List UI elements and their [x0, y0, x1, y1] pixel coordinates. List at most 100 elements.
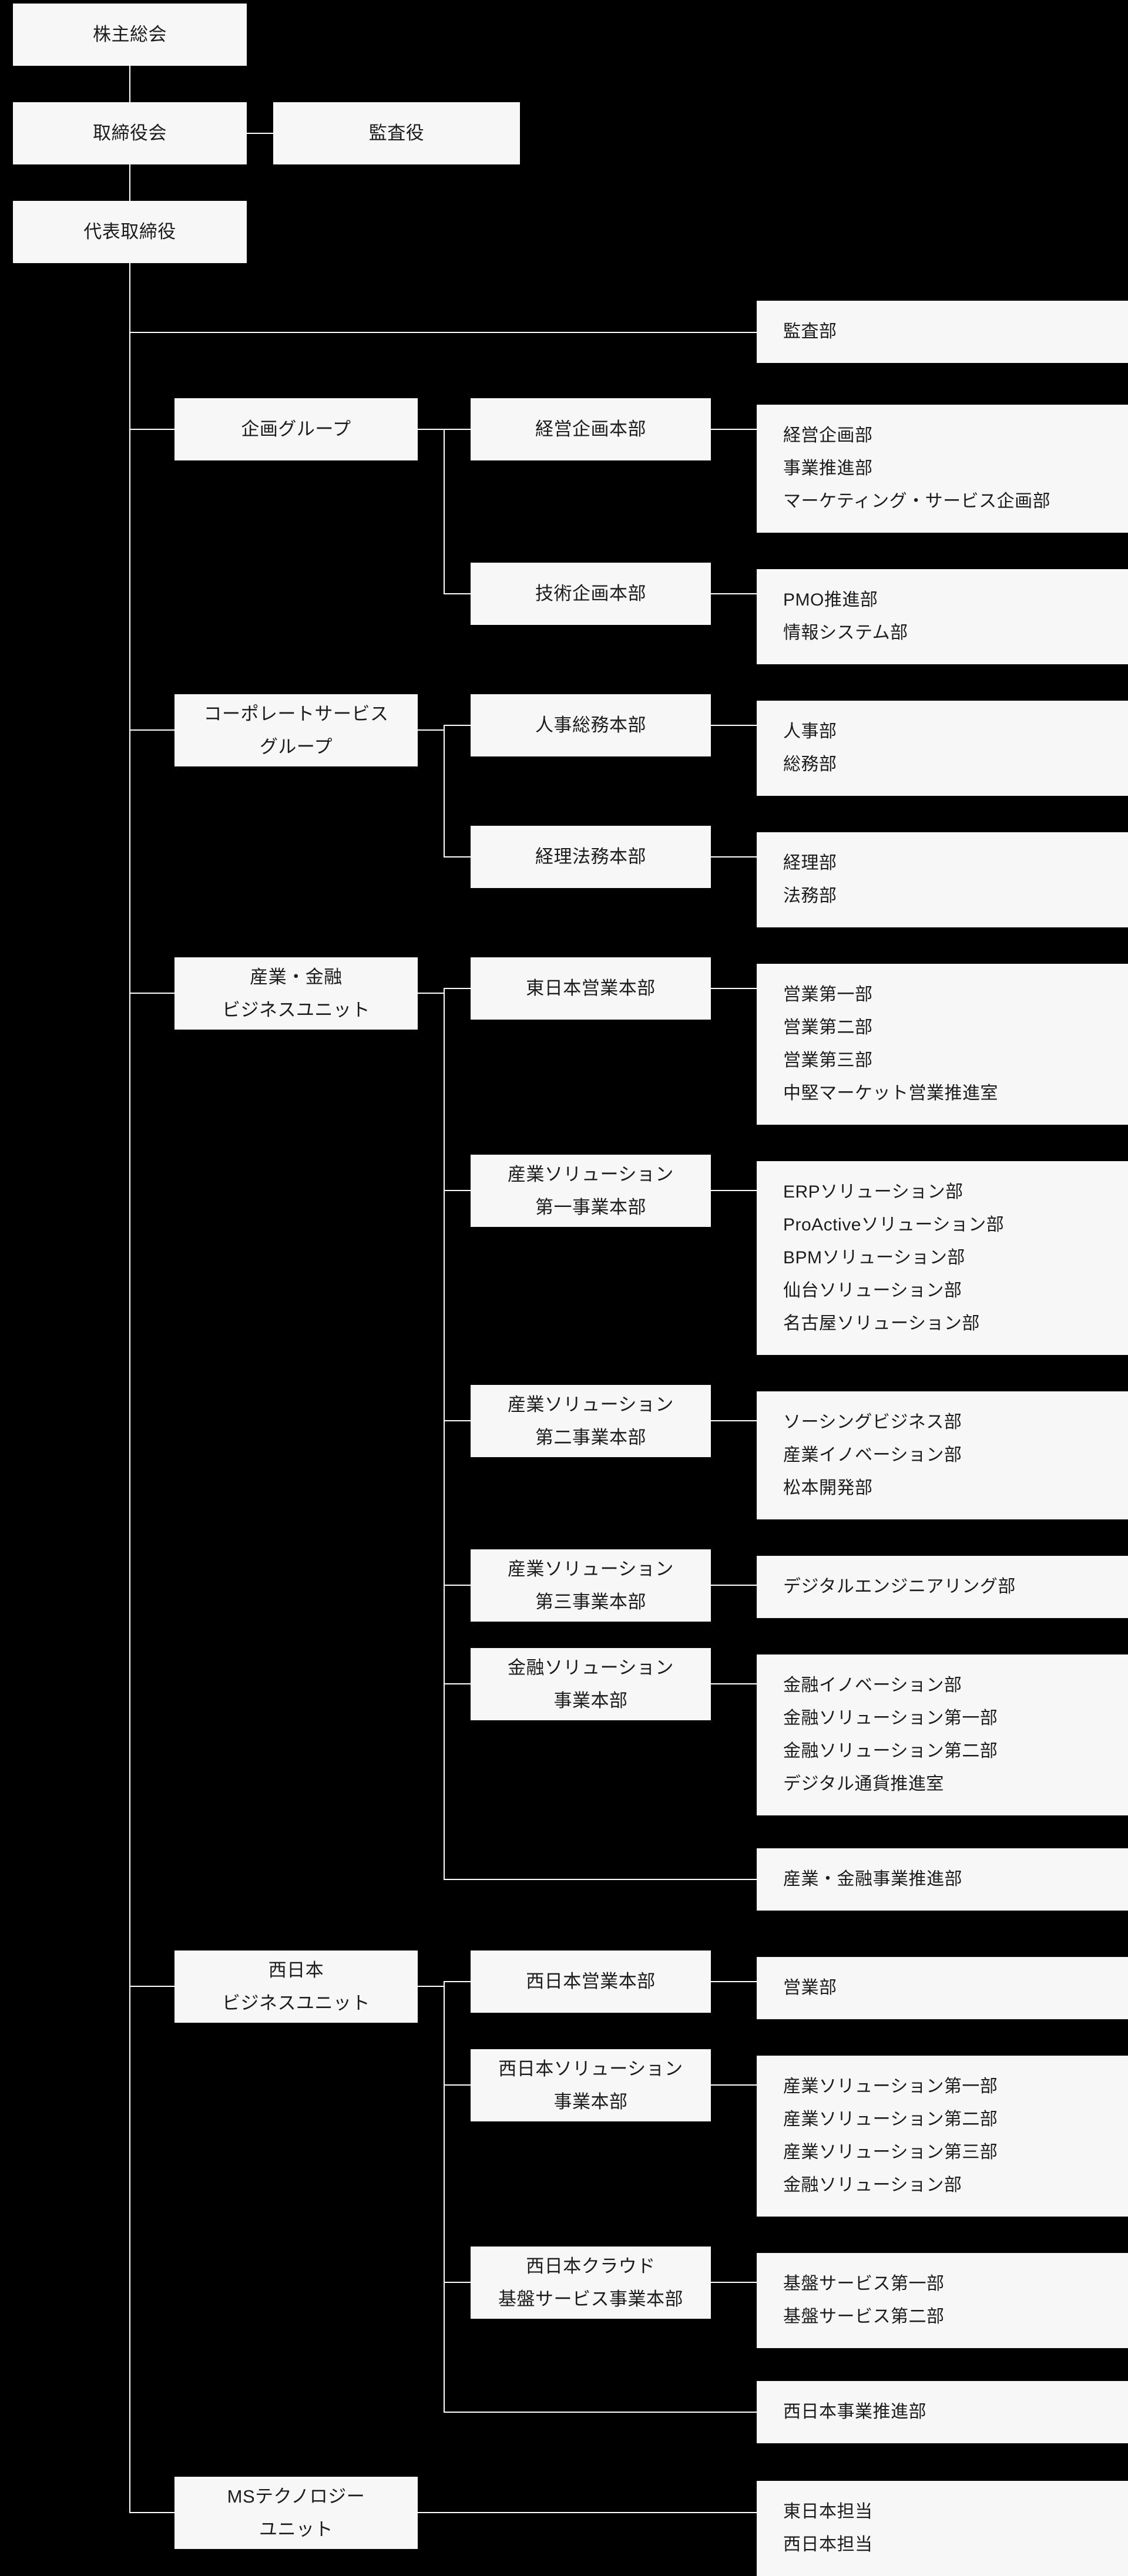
connector-line	[444, 593, 471, 594]
connector-line	[444, 2282, 471, 2283]
connector-line	[711, 1683, 757, 1684]
department-label: 産業ソリューション第一部	[783, 2077, 998, 2096]
connector-line	[129, 164, 130, 201]
connector-main-trunk	[129, 263, 130, 2513]
connector-line	[129, 993, 174, 994]
connector-line	[418, 2512, 757, 2513]
department-label: デジタルエンジニアリング部	[783, 1577, 1016, 1596]
department-label: 金融イノベーション部	[783, 1676, 962, 1695]
connector-line	[711, 988, 757, 989]
departments-box-west-japan-promotion: 西日本事業推進部	[757, 2381, 1128, 2443]
department-label: デジタル通貨推進室	[783, 1774, 944, 1794]
node-label: MSテクノロジー	[227, 2486, 365, 2507]
department-label: 西日本担当	[783, 2535, 873, 2554]
connector-line	[444, 2412, 757, 2413]
departments-box-industry-solution-3: デジタルエンジニアリング部	[757, 1556, 1128, 1618]
connector-line	[129, 1986, 174, 1987]
departments-box-ms-technology: 東日本担当 西日本担当	[757, 2481, 1128, 2576]
node-label: ビジネスユニット	[222, 1992, 370, 2013]
department-label: 事業推進部	[783, 459, 873, 478]
department-label: 経理部	[783, 853, 837, 873]
connector-line	[711, 2084, 757, 2086]
departments-box-west-japan-solution: 産業ソリューション第一部 産業ソリューション第二部 産業ソリューション第三部 金…	[757, 2056, 1128, 2217]
node-industry-solution-1-division: 産業ソリューション 第一事業本部	[471, 1155, 711, 1227]
connector-line	[129, 66, 130, 102]
node-west-japan-business-unit: 西日本 ビジネスユニット	[174, 1951, 418, 2023]
connector-line	[247, 133, 273, 134]
connector-line	[444, 1683, 471, 1684]
connector-line	[418, 1986, 445, 1987]
departments-box-audit: 監査部	[757, 301, 1128, 363]
department-label: 営業第三部	[783, 1051, 873, 1070]
connector-line	[711, 856, 757, 857]
node-label: 金融ソリューション	[508, 1657, 674, 1678]
connector-line	[444, 1190, 471, 1191]
connector-line	[418, 993, 445, 994]
connector-line	[129, 2512, 174, 2513]
departments-box-technology-planning: PMO推進部 情報システム部	[757, 569, 1128, 664]
node-label: 代表取締役	[83, 221, 176, 242]
connector-line	[711, 1190, 757, 1191]
connector-line	[711, 1585, 757, 1586]
connector-line	[711, 2282, 757, 2283]
department-label: PMO推進部	[783, 590, 878, 610]
connector-line	[418, 729, 445, 731]
node-west-japan-cloud-infra-division: 西日本クラウド 基盤サービス事業本部	[471, 2247, 711, 2319]
department-label: ソーシングビジネス部	[783, 1413, 962, 1432]
node-industry-finance-business-unit: 産業・金融 ビジネスユニット	[174, 957, 418, 1030]
node-financial-solution-division: 金融ソリューション 事業本部	[471, 1648, 711, 1720]
node-label: 第二事業本部	[535, 1427, 646, 1448]
node-corporate-services-group: コーポレートサービス グループ	[174, 694, 418, 766]
node-label: 西日本	[268, 1959, 324, 1980]
departments-box-financial-solution: 金融イノベーション部 金融ソリューション第一部 金融ソリューション第二部 デジタ…	[757, 1654, 1128, 1815]
department-label: 法務部	[783, 886, 837, 906]
node-label: 産業ソリューション	[508, 1163, 674, 1185]
node-label: 西日本ソリューション	[498, 2058, 683, 2079]
node-west-japan-solution-division: 西日本ソリューション 事業本部	[471, 2049, 711, 2121]
connector-line	[444, 2084, 471, 2086]
node-representative-director: 代表取締役	[13, 201, 247, 263]
node-accounting-legal-division: 経理法務本部	[471, 826, 711, 888]
node-label: 事業本部	[553, 2091, 628, 2112]
department-label: 産業ソリューション第三部	[783, 2143, 998, 2162]
connector-line	[444, 725, 471, 726]
node-industry-solution-2-division: 産業ソリューション 第二事業本部	[471, 1385, 711, 1457]
connector-group-trunk	[444, 725, 445, 857]
department-label: 金融ソリューション第二部	[783, 1741, 998, 1761]
node-label: 経理法務本部	[535, 846, 646, 867]
connector-group-trunk	[444, 1981, 445, 2413]
connector-line	[444, 856, 471, 857]
node-label: 取締役会	[93, 123, 167, 143]
node-label: 人事総務本部	[535, 715, 646, 735]
node-east-japan-sales-division: 東日本営業本部	[471, 957, 711, 1020]
node-label: 第一事業本部	[535, 1196, 646, 1218]
node-label: 産業ソリューション	[508, 1394, 674, 1415]
departments-box-corporate-planning: 経営企画部 事業推進部 マーケティング・サービス企画部	[757, 405, 1128, 533]
department-label: BPMソリューション部	[783, 1248, 965, 1267]
department-label: 金融ソリューション第一部	[783, 1709, 998, 1728]
connector-line	[444, 988, 471, 989]
department-label: マーケティング・サービス企画部	[783, 492, 1051, 511]
node-label: 経営企画本部	[535, 419, 646, 439]
node-label: 第三事業本部	[535, 1591, 646, 1612]
node-label: 西日本営業本部	[526, 1971, 656, 1992]
connector-group-trunk	[444, 988, 445, 1880]
departments-box-industry-solution-1: ERPソリューション部 ProActiveソリューション部 BPMソリューション…	[757, 1161, 1128, 1355]
departments-box-accounting-legal: 経理部 法務部	[757, 832, 1128, 927]
department-label: 産業ソリューション第二部	[783, 2110, 998, 2129]
node-label: 産業ソリューション	[508, 1558, 674, 1579]
node-planning-group: 企画グループ	[174, 398, 418, 460]
departments-box-west-japan-cloud-infra: 基盤サービス第一部 基盤サービス第二部	[757, 2253, 1128, 2348]
department-label: 営業第二部	[783, 1018, 873, 1037]
connector-line	[711, 725, 757, 726]
connector-line	[711, 429, 757, 430]
department-label: 情報システム部	[783, 623, 908, 643]
departments-box-hr-general-affairs: 人事部 総務部	[757, 701, 1128, 796]
departments-box-industry-solution-2: ソーシングビジネス部 産業イノベーション部 松本開発部	[757, 1391, 1128, 1519]
node-label: グループ	[259, 736, 333, 757]
department-label: 仙台ソリューション部	[783, 1281, 962, 1300]
department-label: 金融ソリューション部	[783, 2175, 962, 2195]
connector-line	[711, 1420, 757, 1421]
node-label: 東日本営業本部	[526, 978, 656, 998]
node-label: 西日本クラウド	[526, 2255, 656, 2276]
